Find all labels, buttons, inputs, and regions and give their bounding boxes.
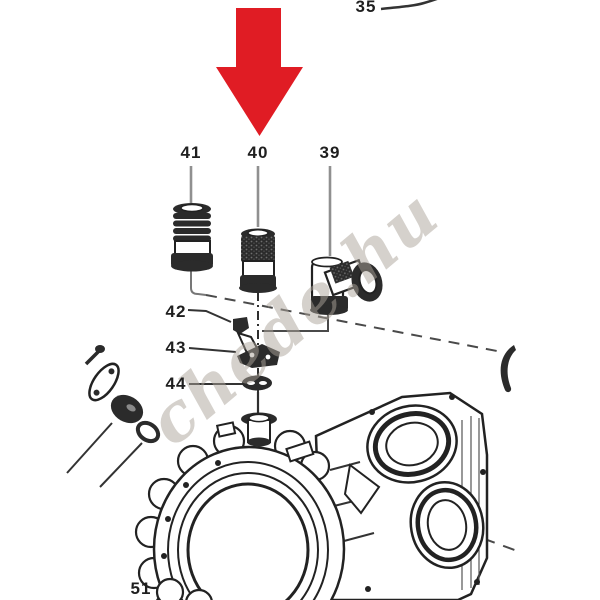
leader-41-bottom — [190, 270, 207, 296]
part-39-elbow-fitting — [310, 256, 383, 315]
part-label-42: 42 — [165, 302, 187, 321]
leader-43 — [188, 347, 237, 353]
part-label-41: 41 — [180, 143, 202, 162]
part-label-39: 39 — [319, 143, 341, 162]
right-edge-part-fragment — [500, 345, 516, 393]
housing-ring — [134, 421, 346, 600]
elbow-flange — [351, 262, 383, 302]
dashed-bore-leader — [443, 523, 521, 553]
left-leader-1 — [66, 422, 113, 474]
housing-block — [314, 391, 489, 600]
link-plate — [88, 362, 120, 402]
part-label-43: 43 — [165, 338, 187, 357]
part-40-cartridge-fitting — [239, 228, 277, 293]
elbow-bottom-leader — [262, 313, 329, 332]
grommet — [110, 394, 144, 424]
part-label-40: 40 — [247, 143, 269, 162]
highlight-arrow-icon — [216, 8, 303, 136]
lower-bore — [409, 480, 485, 570]
leader-42 — [187, 309, 232, 323]
small-screw — [95, 345, 105, 353]
housing-port — [241, 392, 277, 447]
left-parts-chain — [84, 345, 161, 444]
part-label-51: 51 — [130, 579, 152, 598]
left-leader-2 — [99, 442, 143, 488]
part-42-clip — [233, 317, 249, 334]
part-43-bracket — [236, 331, 280, 368]
small-o-ring — [135, 420, 161, 444]
part-label-35: 35 — [355, 0, 377, 16]
leader-35 — [380, 0, 438, 11]
upper-bore — [366, 404, 458, 484]
part-41-spring-fitting — [171, 203, 213, 272]
part-44-seal — [242, 375, 272, 391]
part-label-44: 44 — [165, 374, 187, 393]
